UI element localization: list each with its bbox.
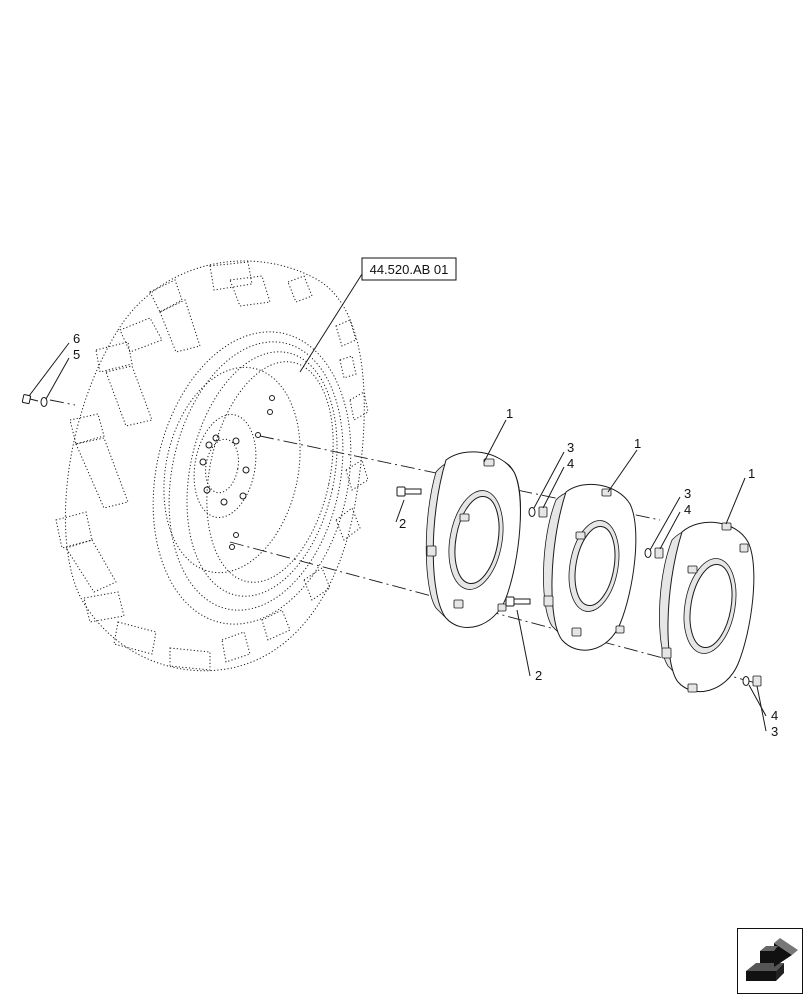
return-arrow-icon (746, 938, 798, 981)
wheel-weight-1-second (543, 483, 637, 651)
reference-leader-line (299, 273, 363, 373)
bolt-2-upper (396, 486, 422, 497)
washer-4-and-nut-3-first (528, 506, 548, 518)
reference-label-44-520-ab-01[interactable]: 44.520.AB 01 (361, 257, 457, 281)
callout-1-second: 1 (634, 436, 641, 451)
return-arrow-button[interactable] (737, 928, 803, 994)
bolt-2-lower (505, 596, 531, 607)
callout-6: 6 (73, 331, 80, 346)
wheel-weight-1-first (425, 451, 521, 628)
callout-4-first: 4 (567, 456, 574, 471)
reference-label-text: 44.520.AB 01 (370, 262, 449, 277)
callout-1-first: 1 (506, 406, 513, 421)
callout-4-second: 4 (684, 502, 691, 517)
callout-1-third: 1 (748, 466, 755, 481)
callout-3-first: 3 (567, 440, 574, 455)
bolt-6-and-washer-5 (21, 394, 48, 407)
washer-4-and-nut-3-second (644, 547, 664, 559)
callout-4-third: 4 (771, 708, 778, 723)
callout-leader-lines (28, 342, 767, 732)
callout-3-third: 3 (771, 724, 778, 739)
tire-wheel-assembly (55, 260, 369, 672)
callout-3-second: 3 (684, 486, 691, 501)
callout-5: 5 (73, 347, 80, 362)
callout-2-upper: 2 (399, 516, 406, 531)
callout-2-lower: 2 (535, 668, 542, 683)
wheel-weight-1-third (659, 521, 755, 693)
washer-4-and-nut-3-third (742, 675, 762, 687)
